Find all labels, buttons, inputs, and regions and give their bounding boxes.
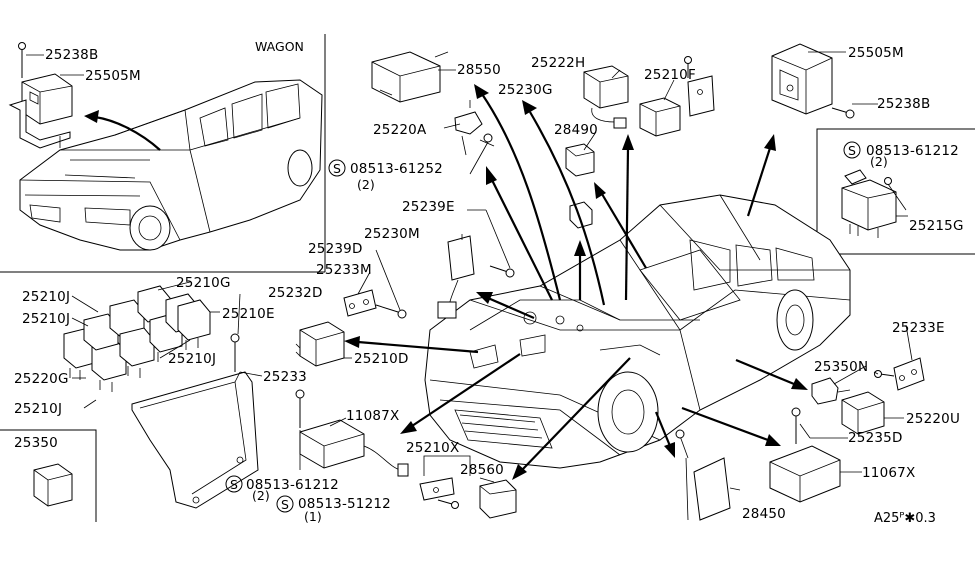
label-25210J-3: 25210J <box>168 351 216 367</box>
label-25220U: 25220U <box>906 411 960 427</box>
label-25210E: 25210E <box>222 306 275 322</box>
bracket-25233E <box>874 357 925 391</box>
label-11067X: 11067X <box>862 465 915 481</box>
label-28450: 28450 <box>742 506 786 522</box>
relay-25350 <box>33 463 73 507</box>
leader-lines <box>26 51 913 491</box>
arrows <box>84 84 808 480</box>
label-25235D: 25235D <box>848 430 903 446</box>
label-25350N: 25350N <box>814 359 868 375</box>
relay-25220U <box>841 391 885 435</box>
unit-11067X <box>769 407 841 503</box>
qty-08513-61252: (2) <box>357 177 375 192</box>
wagon-car-illustration <box>19 79 323 251</box>
screw-25238B-wagon <box>18 42 26 78</box>
label-11087X: 11087X <box>346 408 399 424</box>
label-25350: 25350 <box>14 435 58 451</box>
label-25215G: 25215G <box>909 218 964 234</box>
relay-inset-border <box>816 128 975 255</box>
label-25232D: 25232D <box>268 285 323 301</box>
sensor-25230M <box>437 235 515 319</box>
label-25233E: 25233E <box>892 320 945 336</box>
label-25230G: 25230G <box>498 82 553 98</box>
relay-25350N <box>811 377 851 405</box>
relay-25210D <box>295 321 345 367</box>
svg-text:S: S <box>848 143 856 158</box>
s-marker-61212-right: S <box>843 141 861 159</box>
wagon-panel-border <box>0 34 326 273</box>
bracket-25233M <box>343 289 407 319</box>
label-25210X: 25210X <box>406 440 459 456</box>
label-25239E: 25239E <box>402 199 455 215</box>
qty-08513-51212: (1) <box>304 509 322 524</box>
module-28450 <box>675 429 731 521</box>
relay-25215G <box>841 169 907 238</box>
label-08513-61212-right: 08513-61212 <box>866 143 959 159</box>
s-marker-61252: S <box>328 159 346 177</box>
label-25210F: 25210F <box>644 67 696 83</box>
label-25505M-right: 25505M <box>848 45 904 61</box>
diagram-code: A25ᴾ✱0.3 <box>874 511 936 526</box>
label-25210G: 25210G <box>176 275 231 291</box>
qty-08513-61212-right: (2) <box>870 154 888 169</box>
label-25220G: 25220G <box>14 371 69 387</box>
label-28550: 28550 <box>457 62 501 78</box>
label-25233M: 25233M <box>316 262 372 278</box>
relay-25505M-wagon <box>8 73 73 149</box>
unit-11087X <box>295 389 409 477</box>
relay-cluster-25210 <box>63 285 211 392</box>
label-08513-61252: 08513-61252 <box>350 161 443 177</box>
s-marker-51212: S <box>276 495 294 513</box>
label-25230M: 25230M <box>364 226 420 242</box>
svg-text:S: S <box>281 497 289 512</box>
label-25233: 25233 <box>263 369 307 385</box>
s-marker-61212-bottom: S <box>225 475 243 493</box>
relay-25222H <box>583 65 629 129</box>
label-25210J-4: 25210J <box>14 401 62 417</box>
label-25505M-top: 25505M <box>85 68 141 84</box>
cover-25233 <box>131 333 259 509</box>
label-25238B-right: 25238B <box>877 96 930 112</box>
sedan-car-illustration <box>424 194 851 469</box>
svg-text:S: S <box>230 477 238 492</box>
relay-28560 <box>419 477 517 519</box>
relay-25505M-right <box>771 43 855 119</box>
qty-08513-61212-bottom: (2) <box>252 488 270 503</box>
label-25239D: 25239D <box>308 241 363 257</box>
label-25210J-1: 25210J <box>22 289 70 305</box>
label-08513-61212-bottom: 08513-61212 <box>246 477 339 493</box>
bottom-left-inset-border <box>0 429 97 522</box>
label-25210D: 25210D <box>354 351 409 367</box>
svg-text:S: S <box>333 161 341 176</box>
label-28560: 28560 <box>460 462 504 478</box>
label-25238B-top: 25238B <box>45 47 98 63</box>
label-28490: 28490 <box>554 122 598 138</box>
label-25210J-2: 25210J <box>22 311 70 327</box>
label-08513-51212: 08513-51212 <box>298 496 391 512</box>
horn-25220A <box>454 100 495 156</box>
wagon-label: WAGON <box>255 39 304 54</box>
label-25222H: 25222H <box>531 55 585 71</box>
relay-25210F <box>639 56 715 137</box>
module-28550 <box>371 51 449 103</box>
label-25220A: 25220A <box>373 122 427 138</box>
